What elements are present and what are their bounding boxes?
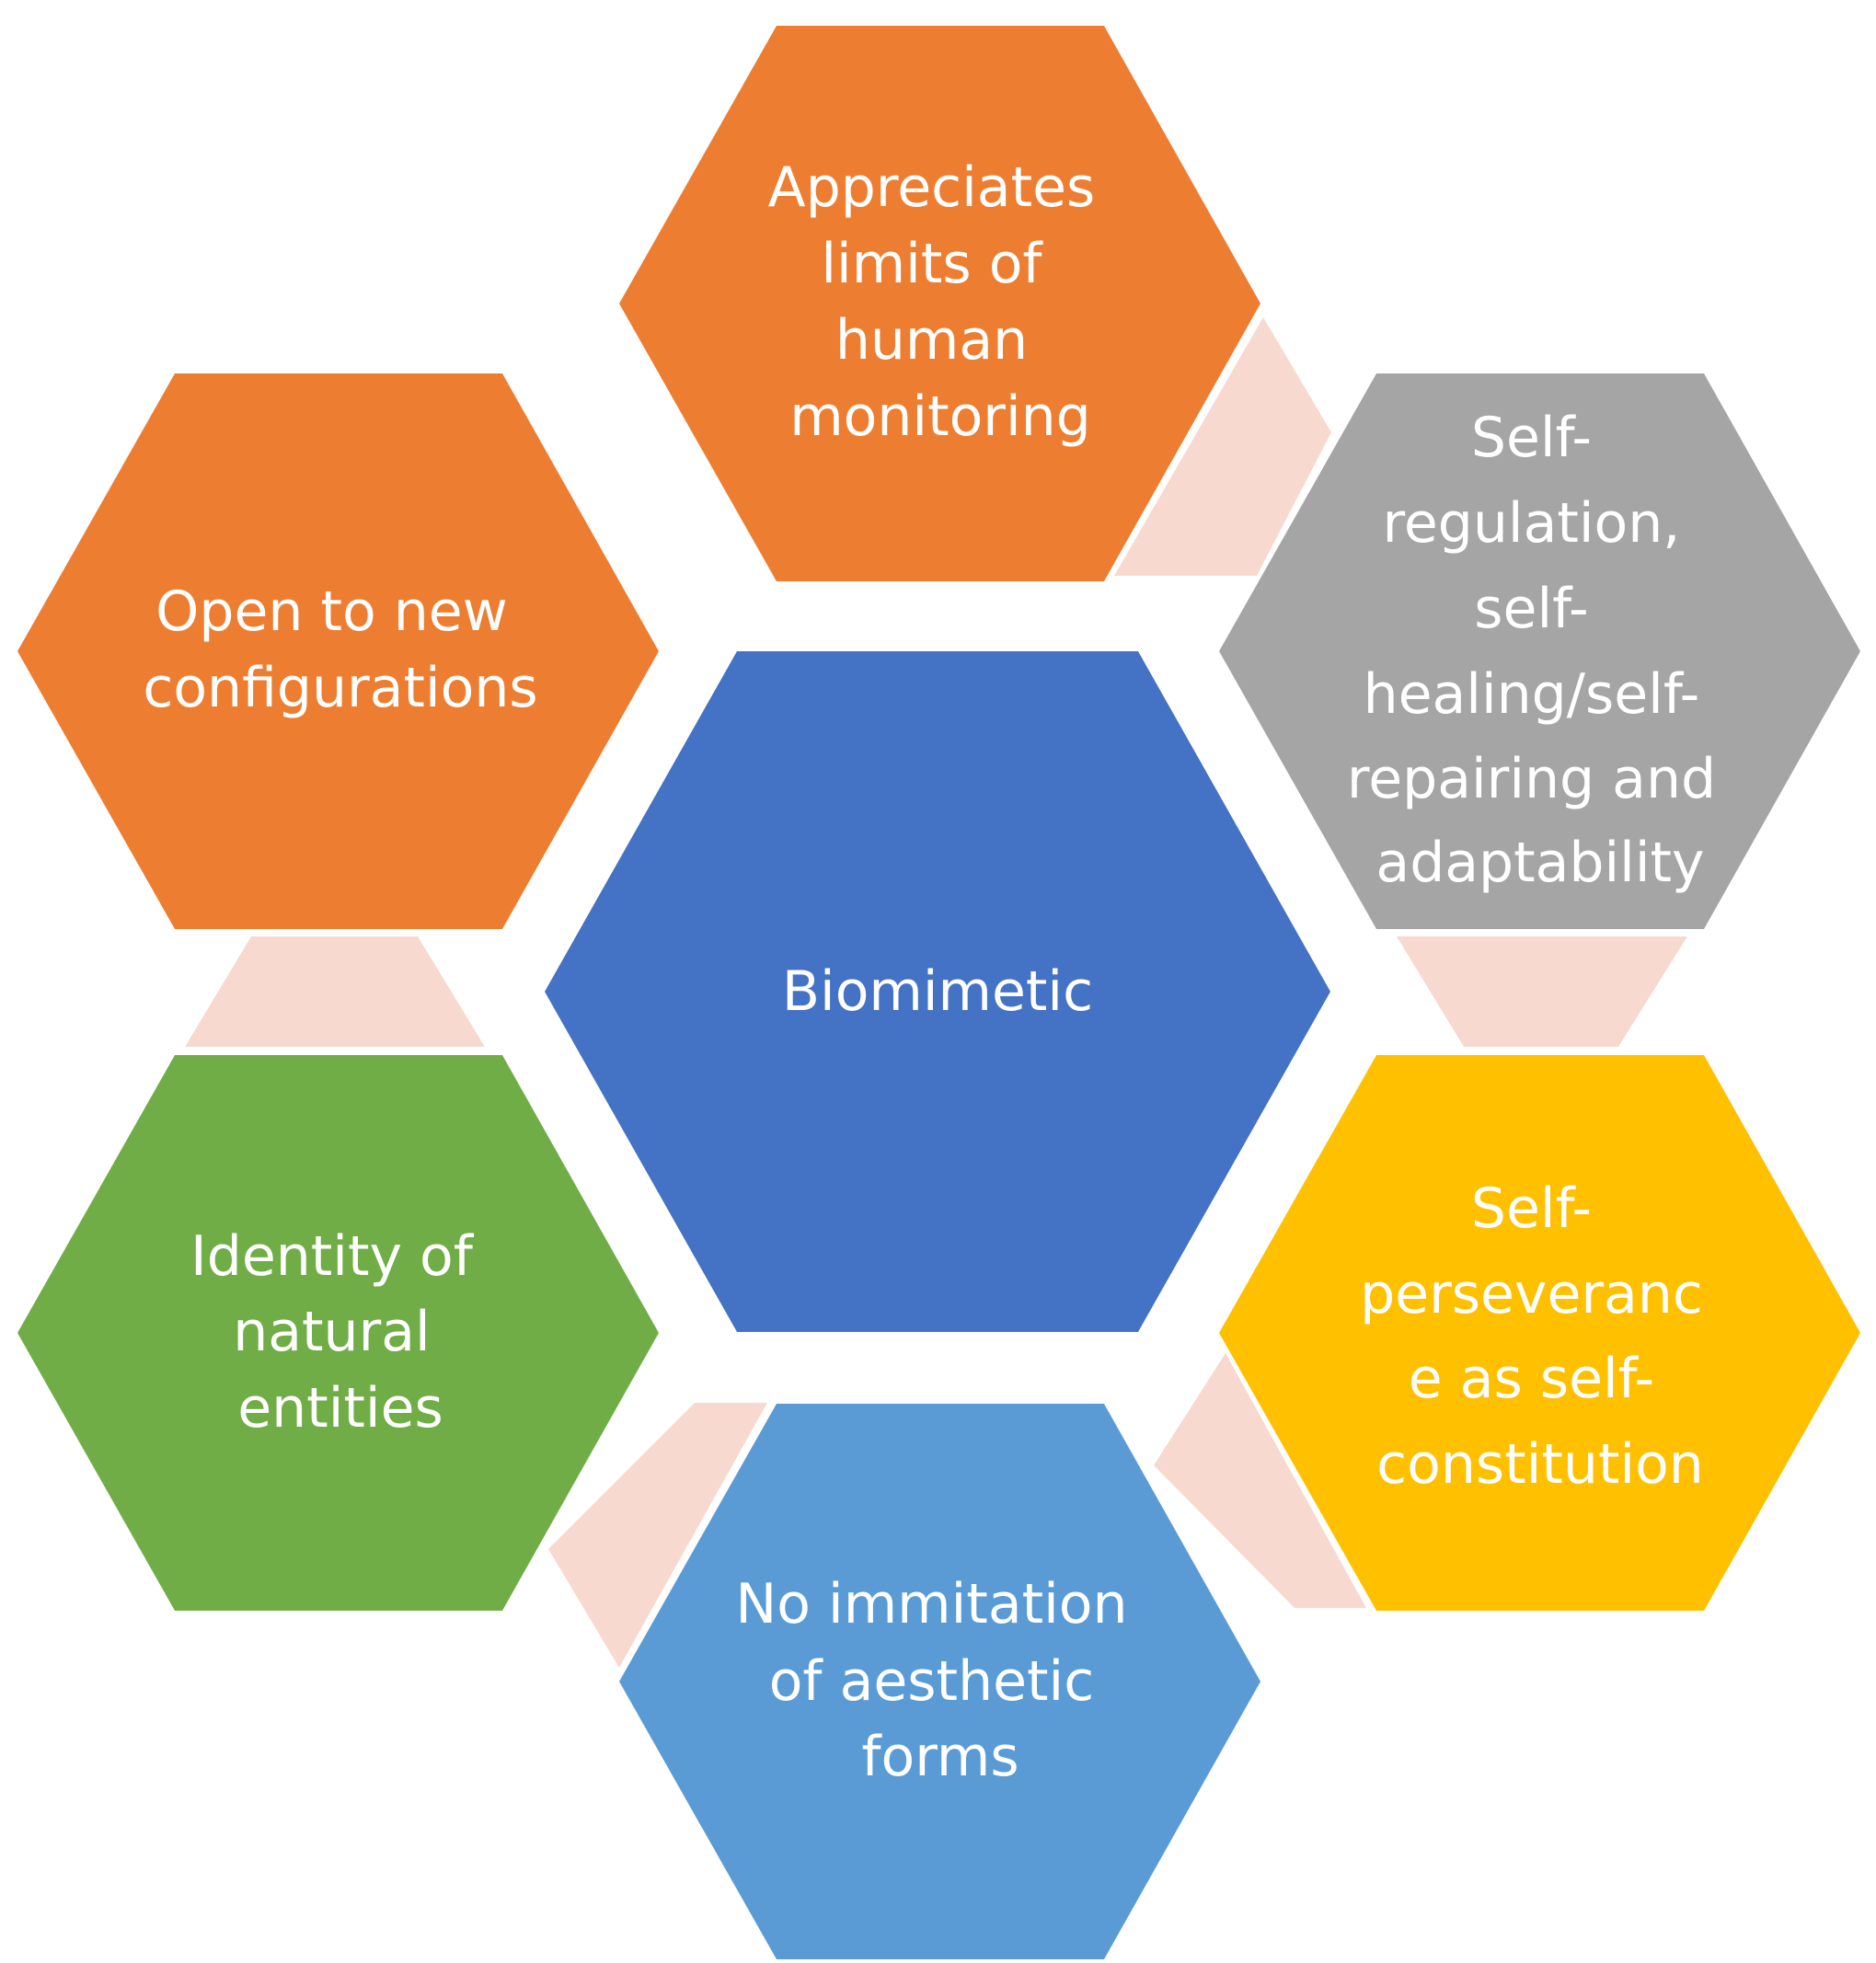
hexagon-lower-left-line: natural bbox=[233, 1300, 430, 1364]
connectors bbox=[185, 317, 1687, 1668]
hexagon-lower-right-line: perseveranc bbox=[1360, 1262, 1703, 1326]
hexagon-center-label: Biomimetic bbox=[782, 959, 1093, 1024]
hexagon-bottom-line: No immitation bbox=[735, 1572, 1127, 1636]
hexagon-lower-right-line: Self- bbox=[1471, 1177, 1592, 1241]
hexagon-lower-right: Self- perseveranc e as self- constitutio… bbox=[1219, 1055, 1860, 1611]
hexagon-bottom-line: of aesthetic bbox=[769, 1649, 1095, 1714]
hexagon-center-shape bbox=[545, 651, 1330, 1332]
hexagon-upper-right-line: Self- bbox=[1471, 406, 1592, 470]
hexagon-bottom-shape bbox=[619, 1404, 1260, 1959]
connector-lower-right-bottom bbox=[1154, 1353, 1366, 1608]
hexagon-lower-left-label: Identity of natural entities bbox=[190, 1224, 490, 1441]
hexagon-top-shape bbox=[619, 26, 1260, 581]
hexagon-top-line: limits of bbox=[821, 232, 1043, 296]
hexagon-top-line: human bbox=[835, 308, 1028, 373]
hexagon-upper-right-line: repairing and bbox=[1347, 747, 1716, 811]
hexagon-top-line: Appreciates bbox=[768, 155, 1096, 220]
hexagon-upper-right-label: Self- regulation, self- healing/self- re… bbox=[1347, 406, 1733, 895]
hexagon-upper-right-line: self- bbox=[1474, 577, 1588, 641]
connector-lower-left-upper-left bbox=[185, 936, 485, 1047]
hexagon-lower-left-line: Identity of bbox=[190, 1224, 475, 1289]
hexagon-upper-right-line: adaptability bbox=[1375, 831, 1704, 895]
hexagon-upper-right-shape bbox=[1219, 373, 1860, 929]
hexagon-upper-left: Open to new configurations bbox=[17, 373, 659, 929]
hexagon-center: Biomimetic bbox=[545, 651, 1330, 1332]
hexagon-upper-right-line: regulation, bbox=[1383, 491, 1681, 556]
hexagon-upper-left-line: configurations bbox=[143, 656, 537, 720]
connector-top-upper-right bbox=[1114, 317, 1331, 576]
connector-bottom-lower-left bbox=[548, 1403, 767, 1668]
hexagon-upper-right: Self- regulation, self- healing/self- re… bbox=[1219, 373, 1860, 929]
hexagon-top: Appreciates limits of human monitoring bbox=[619, 26, 1260, 581]
hexagon-lower-right-line: constitution bbox=[1376, 1432, 1704, 1497]
hexagon-upper-left-label: Open to new configurations bbox=[143, 580, 537, 720]
hexagon-bottom-line: forms bbox=[861, 1725, 1019, 1789]
hexagon-bottom: No immitation of aesthetic forms bbox=[619, 1404, 1260, 1959]
hexagon-upper-left-shape bbox=[17, 373, 659, 929]
hexagon-bottom-label: No immitation of aesthetic forms bbox=[735, 1572, 1145, 1789]
hexagon-top-line: monitoring bbox=[789, 385, 1091, 449]
connector-upper-right-lower-right bbox=[1397, 936, 1687, 1047]
hexagons: Biomimetic Appreciates limits of human m… bbox=[17, 26, 1860, 1959]
hexagon-upper-left-line: Open to new bbox=[155, 580, 508, 644]
hexagon-lower-right-label: Self- perseveranc e as self- constitutio… bbox=[1360, 1177, 1721, 1497]
hexagon-upper-right-line: healing/self- bbox=[1364, 662, 1700, 727]
hexagon-lower-right-shape bbox=[1219, 1055, 1860, 1611]
hexagon-lower-right-line: e as self- bbox=[1409, 1347, 1654, 1411]
hexagon-lower-left-line: entities bbox=[237, 1376, 443, 1441]
hexagon-lower-left-shape bbox=[17, 1055, 659, 1611]
hexagon-top-label: Appreciates limits of human monitoring bbox=[768, 155, 1113, 449]
hexagon-lower-left: Identity of natural entities bbox=[17, 1055, 659, 1611]
